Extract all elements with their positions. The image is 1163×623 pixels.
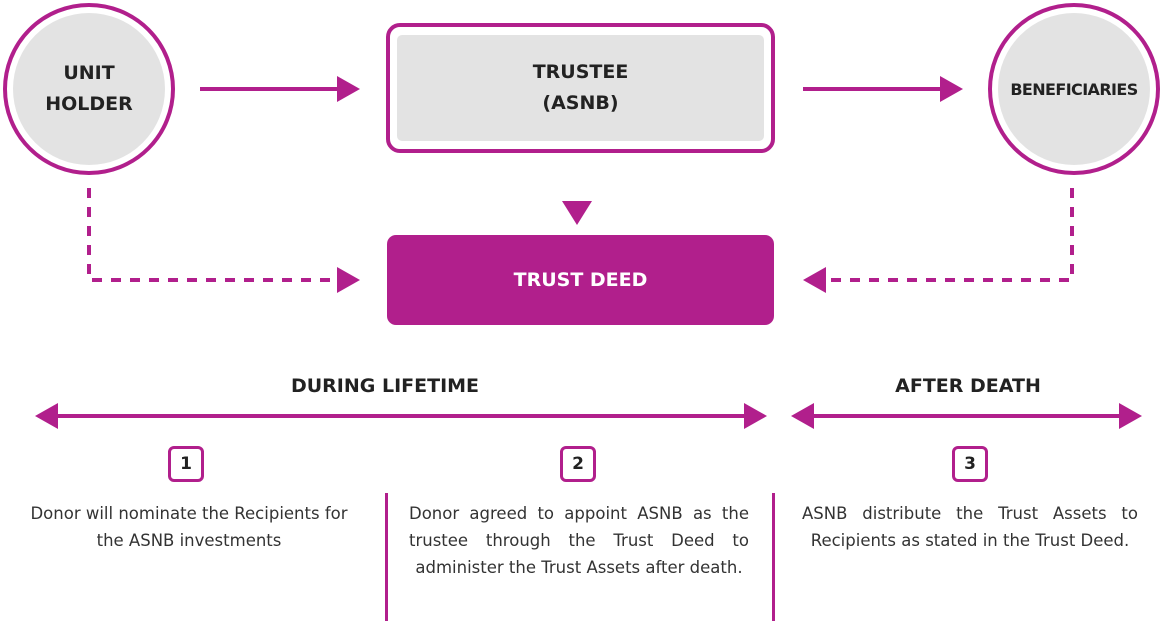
column-divider — [385, 493, 388, 621]
step-2-text: Donor agreed to appoint ASNB as the trus… — [409, 504, 749, 577]
trustee-node-fill — [397, 35, 764, 141]
during-lifetime-title: DURING LIFETIME — [290, 375, 480, 397]
unit-holder-node-fill — [13, 13, 165, 165]
step-2-badge: 2 — [560, 446, 596, 482]
unit-holder-label-line1: UNIT — [63, 62, 115, 84]
column-divider — [772, 493, 775, 621]
timeline-during-right-arrowhead — [744, 403, 767, 429]
beneficiaries-node-fill — [998, 13, 1150, 165]
beneficiaries-label-text: BENEFICIARIES — [1010, 79, 1138, 99]
arrowhead-to-beneficiaries — [940, 76, 963, 102]
dashed-unit-holder-to-deed — [87, 188, 338, 282]
trust-deed-node — [387, 235, 774, 325]
arrowhead-right-to-deed — [803, 267, 826, 293]
step-3-badge: 3 — [952, 446, 988, 482]
unit-holder-label: UNIT HOLDER — [13, 50, 165, 128]
trust-deed-label-text: TRUST DEED — [513, 269, 648, 291]
beneficiaries-label: BENEFICIARIES — [995, 69, 1153, 109]
arrowhead-left-to-deed — [337, 267, 360, 293]
step-1-badge: 1 — [168, 446, 204, 482]
unit-holder-label-line2: HOLDER — [45, 93, 133, 115]
trustee-label: TRUSTEE (ASNB) — [397, 35, 764, 141]
after-death-title: AFTER DEATH — [895, 375, 1041, 397]
timeline-after-left-arrowhead — [791, 403, 814, 429]
arrowhead-trustee-to-deed — [562, 201, 592, 225]
timeline-during-left-arrowhead — [35, 403, 58, 429]
trustee-label-line1: TRUSTEE — [532, 61, 629, 83]
timeline-after-right-arrowhead — [1119, 403, 1142, 429]
trust-deed-label: TRUST DEED — [387, 235, 774, 325]
dashed-beneficiaries-to-deed — [826, 188, 1074, 282]
trustee-label-line2: (ASNB) — [542, 92, 619, 114]
step-3-text: ASNB distribute the Trust Assets to Reci… — [802, 504, 1138, 550]
arrowhead-to-trustee — [337, 76, 360, 102]
step-1-text: Donor will nominate the Recipients for t… — [30, 504, 348, 550]
